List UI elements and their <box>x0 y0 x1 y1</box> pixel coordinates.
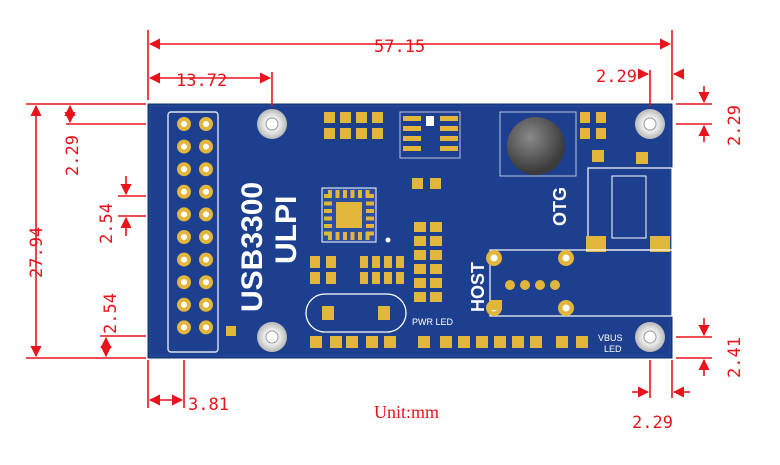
chip-pin <box>335 190 340 198</box>
chip-pin <box>350 190 355 198</box>
chip-pin <box>343 190 347 198</box>
header-pin-hole <box>203 234 209 240</box>
hole-tl-y-label: 2.29 <box>63 135 83 176</box>
header-pin-hole <box>203 121 209 127</box>
vbus-label: VBUS <box>598 333 623 343</box>
chip-pin <box>324 216 332 221</box>
header-pin-hole <box>181 121 187 127</box>
hole-br-y-label: 2.41 <box>725 337 745 378</box>
chip-pin <box>324 194 332 198</box>
unit-label: Unit:mm <box>374 402 439 422</box>
bottom-pad-row <box>310 336 588 348</box>
pin-edge-label: 2.54 <box>101 293 121 334</box>
pwr-led-label: PWR LED <box>412 317 454 327</box>
otg-label: OTG <box>550 187 570 226</box>
chip-pin <box>324 209 332 213</box>
vbus-led-label: LED <box>604 344 622 354</box>
header-pin-hole <box>181 256 187 263</box>
chip-pin <box>343 232 347 240</box>
header-pin-hole <box>181 211 187 218</box>
hole-offset-x-label: 13.72 <box>176 71 227 91</box>
interface-label: ULPI <box>270 196 303 264</box>
smd-caps-right <box>412 112 648 189</box>
header-pin-hole <box>181 234 187 240</box>
mounting-hole-top-right <box>635 109 665 139</box>
gnd-pad-left <box>226 326 236 336</box>
smd-resistor-array <box>324 112 383 139</box>
buzzer <box>499 111 577 177</box>
mounting-hole-top-left <box>257 109 287 139</box>
chip-pin <box>365 232 370 240</box>
hole-tr-x-label: 2.29 <box>596 67 637 87</box>
chip-pin <box>335 232 340 240</box>
header-pin-hole <box>181 188 187 195</box>
smd-ic-small <box>399 111 461 159</box>
pcb-board <box>147 103 673 359</box>
header-offset-label: 3.81 <box>188 395 229 415</box>
header-pin-hole <box>203 188 209 195</box>
chip-pin <box>328 232 332 240</box>
header-pin-hole <box>203 324 209 331</box>
smd-mid-column <box>310 222 502 310</box>
chip-pin <box>366 231 374 236</box>
header-pin-hole <box>181 324 187 331</box>
chip-pin <box>324 224 332 228</box>
chip-pin <box>366 224 374 228</box>
chip-pin <box>358 190 362 198</box>
overall-width-label: 57.15 <box>374 37 425 57</box>
host-label: HOST <box>468 262 488 312</box>
header-pin-hole <box>181 301 187 308</box>
pin-header <box>167 111 219 353</box>
header-pin-hole <box>203 143 209 150</box>
chip-pin <box>365 190 370 198</box>
overall-height-label: 27.94 <box>27 227 47 278</box>
mounting-hole-bottom-left <box>257 322 287 352</box>
chip-pin <box>324 231 332 236</box>
header-pin-hole <box>203 166 209 173</box>
mounting-hole-bottom-right <box>635 322 665 352</box>
header-pin-hole <box>203 256 209 263</box>
chip-label: USB3300 <box>236 182 269 312</box>
chip-pin <box>324 201 332 206</box>
chip-pin <box>358 232 362 240</box>
header-pin-hole <box>203 301 209 308</box>
header-pin-hole <box>181 279 187 286</box>
hole-br-x-label: 2.29 <box>632 413 673 433</box>
chip-pin <box>366 194 374 198</box>
chip-pin <box>366 209 374 213</box>
header-pin-hole <box>203 211 209 218</box>
usb3300-chip <box>321 187 391 243</box>
header-pin-hole <box>181 143 187 150</box>
pitch-label: 2.54 <box>97 203 117 244</box>
header-pin-hole <box>203 279 209 286</box>
hole-tr-y-label: 2.29 <box>725 105 745 146</box>
chip-pin <box>350 232 355 240</box>
crystal-oscillator <box>305 293 407 333</box>
chip-pin <box>366 216 374 221</box>
chip-pin <box>366 201 374 206</box>
header-pin-hole <box>181 166 187 173</box>
